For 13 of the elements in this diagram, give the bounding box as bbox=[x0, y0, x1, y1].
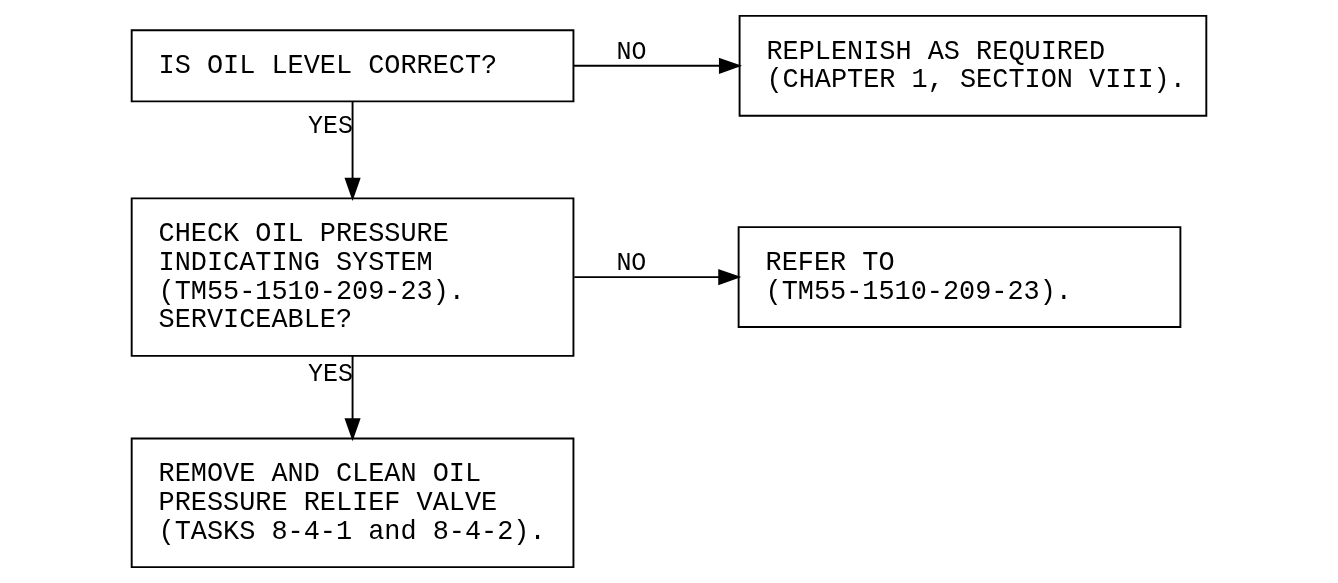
edge-label: YES bbox=[308, 359, 353, 388]
arrow bbox=[344, 355, 361, 442]
node-box: IS OIL LEVEL CORRECT? bbox=[130, 29, 575, 103]
node-box: REPLENISH AS REQUIRED (CHAPTER 1, SECTION VIII). bbox=[738, 14, 1208, 117]
arrow bbox=[344, 100, 361, 201]
arrow bbox=[572, 57, 742, 74]
edge-label: NO bbox=[616, 249, 647, 278]
edge-label: YES bbox=[308, 112, 353, 141]
edge-label: NO bbox=[616, 37, 647, 66]
node-box: REFER TO (TM55-1510-209-23). bbox=[737, 226, 1182, 328]
node-box: CHECK OIL PRESSURE INDICATING SYSTEM (TM55-1510-209-23). SERVICEABLE? bbox=[130, 197, 575, 357]
arrow bbox=[573, 269, 742, 286]
node-box: REMOVE AND CLEAN OIL PRESSURE RELIEF VALVE (TASKS 8-4-1 and 8-4-2). bbox=[130, 437, 575, 569]
